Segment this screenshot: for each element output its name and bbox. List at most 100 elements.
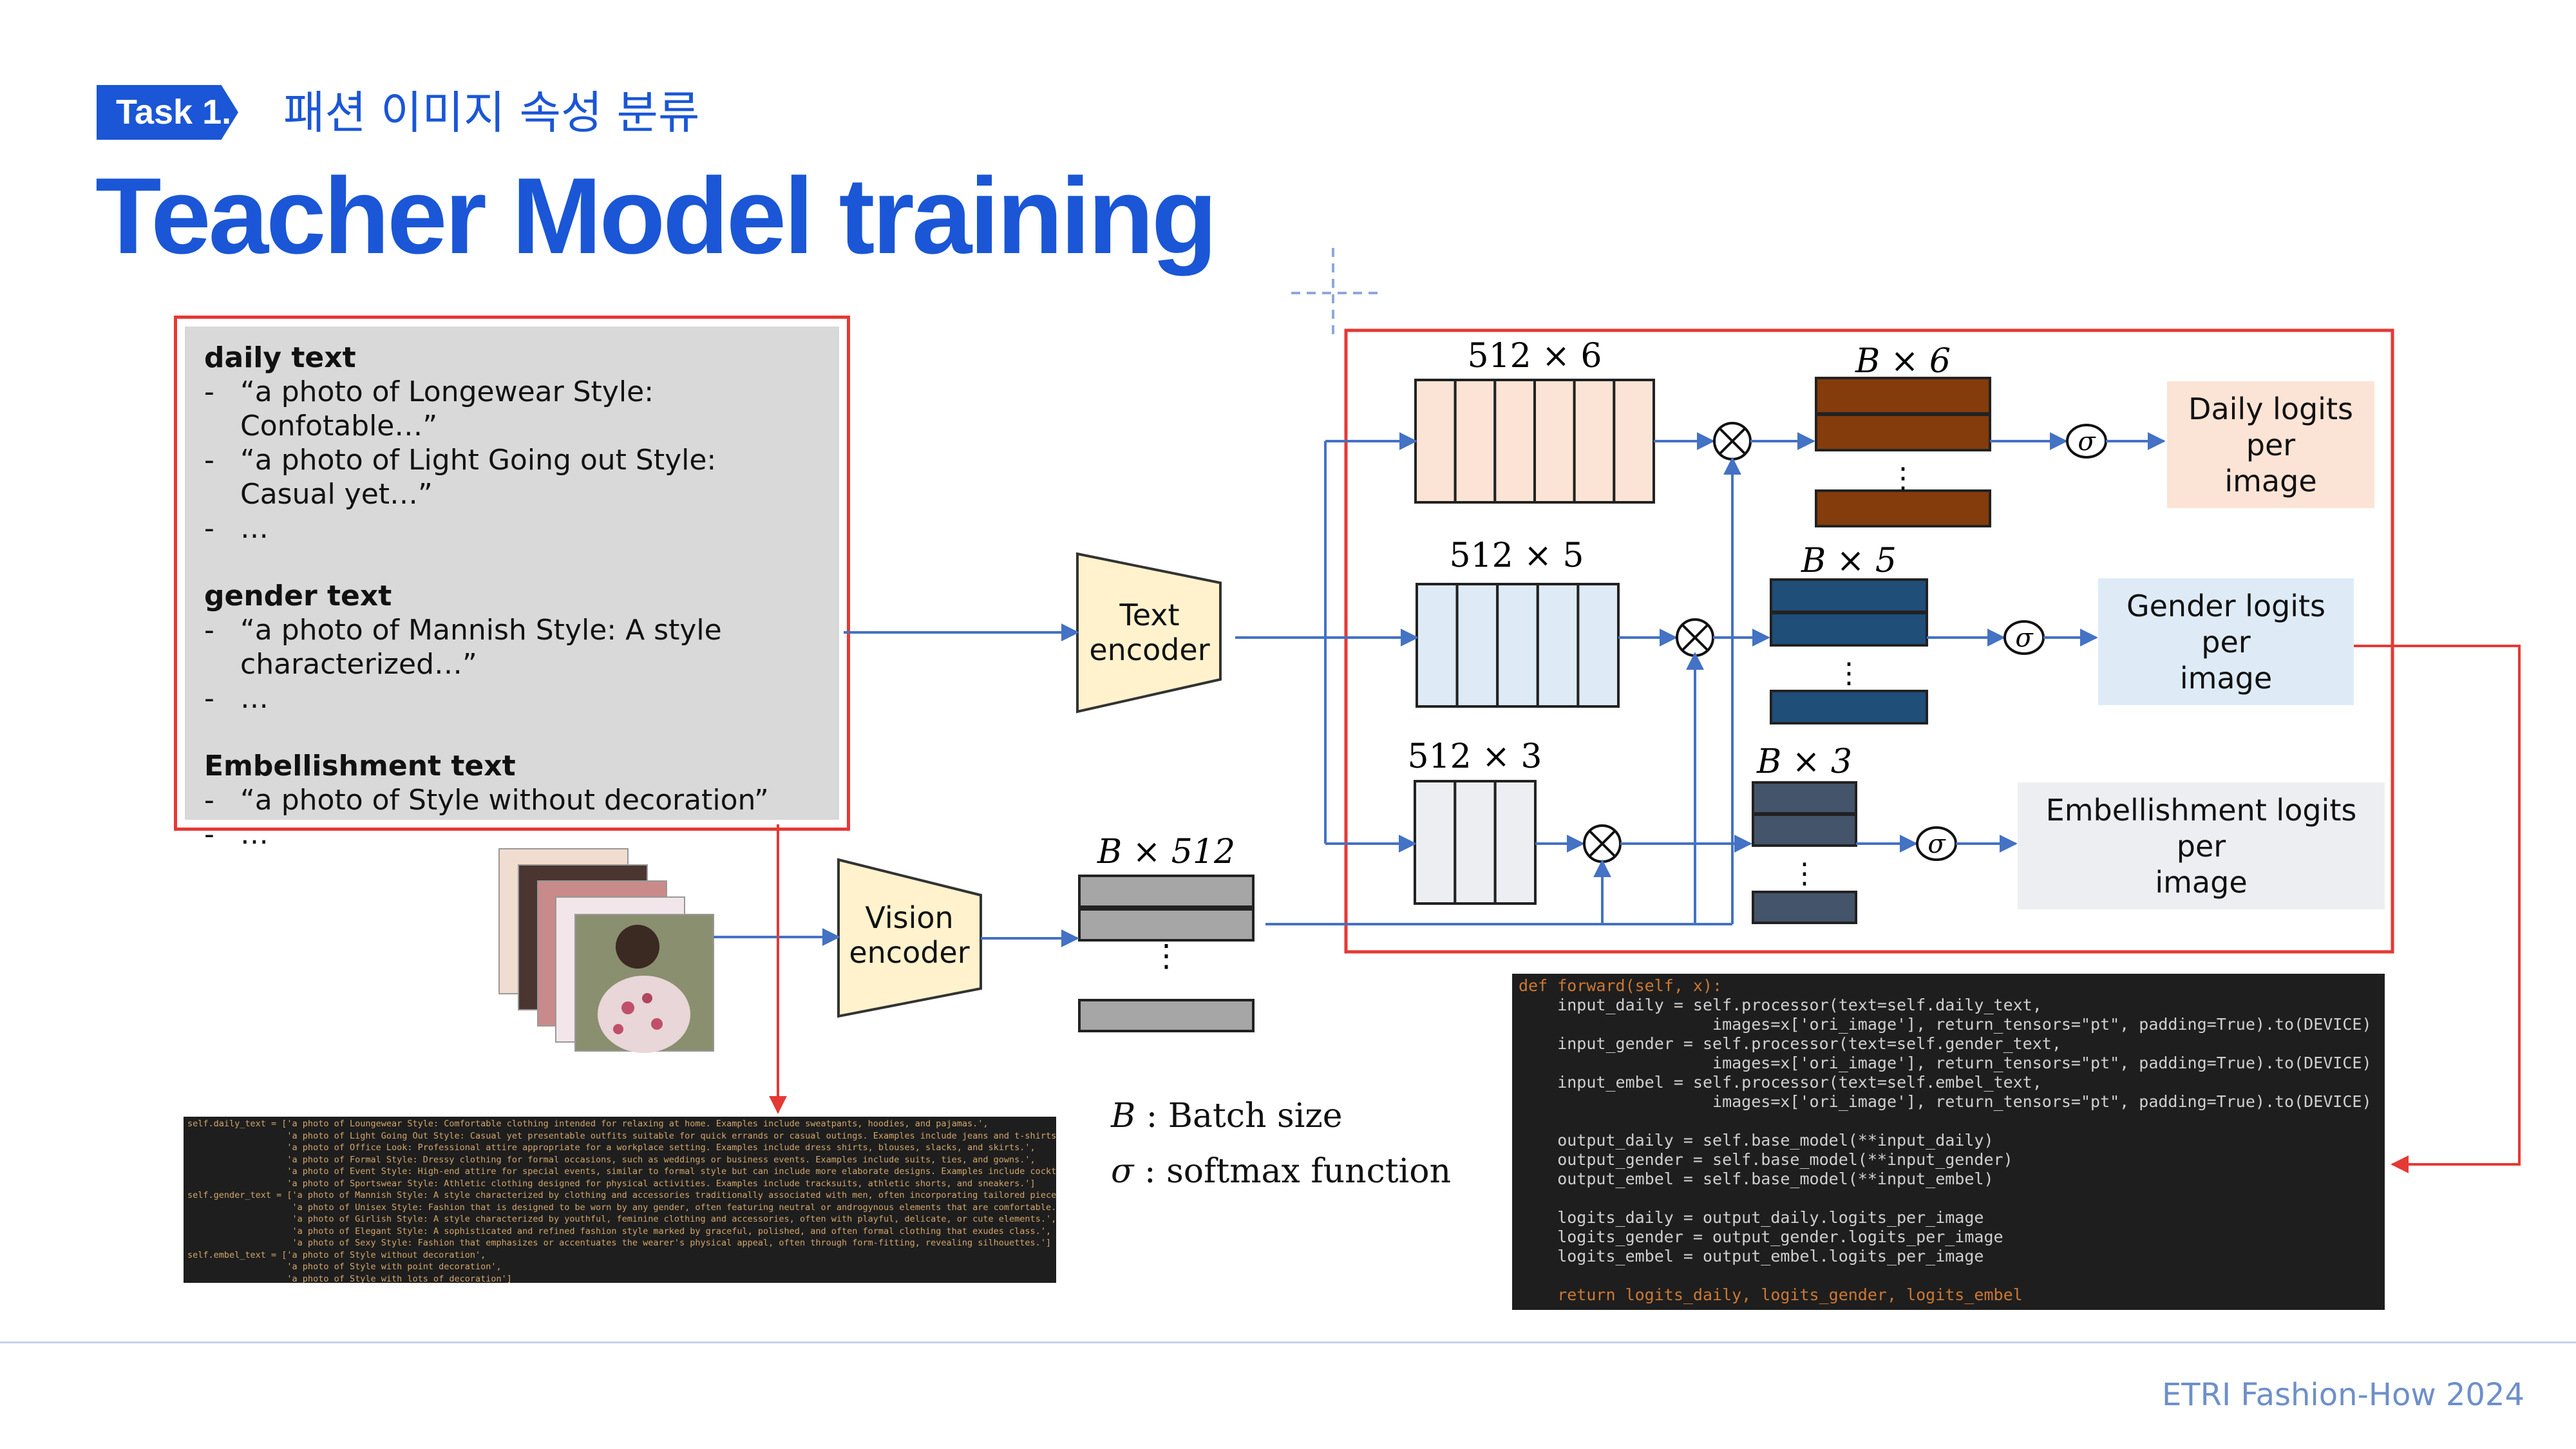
heads-region xyxy=(1344,328,2394,954)
output-row xyxy=(1770,612,1928,647)
forward-function-code: def forward(self, x): input_daily = self… xyxy=(1512,974,2385,1310)
task-subtitle: 패션 이미지 속성 분류 xyxy=(283,86,700,139)
code-line xyxy=(1519,1189,2378,1208)
text-prompt-panel: daily text-“a photo of Longewear Style: … xyxy=(174,316,850,851)
weight-column xyxy=(1533,379,1576,504)
weight-column xyxy=(1454,780,1497,905)
code-line xyxy=(1519,1266,2378,1285)
code-line xyxy=(1519,1112,2378,1131)
output-row xyxy=(1752,813,1857,847)
text-group-item: -“a photo of Style without decoration” xyxy=(204,784,769,817)
daily-logits-box: Daily logits per image xyxy=(2167,381,2374,508)
task-badge: Task 1. xyxy=(97,85,238,140)
text-group-item: -“a photo of Mannish Style: A style char… xyxy=(204,614,722,681)
code-line: self.daily_text = ['a photo of Loungewea… xyxy=(187,1119,989,1129)
weight-column xyxy=(1455,583,1499,708)
output-row xyxy=(1752,781,1857,815)
crosshair-decoration xyxy=(1291,248,1378,335)
code-line: input_embel = self.processor(text=self.e… xyxy=(1519,1073,2042,1092)
output-shape-label: B × 6 xyxy=(1855,342,1951,381)
code-line: images=x['ori_image'], return_tensors="p… xyxy=(1519,1092,2372,1111)
weight-column xyxy=(1493,780,1537,905)
text-group: gender text-“a photo of Mannish Style: A… xyxy=(204,579,820,715)
code-line: 'a photo of Sportswear Style: Athletic c… xyxy=(187,1178,1036,1189)
code-line: 'a photo of Event Style: High-end attire… xyxy=(187,1166,1056,1177)
code-line: self.embel_text = ['a photo of Style wit… xyxy=(187,1249,486,1260)
code-line: logits_embel = output_embel.logits_per_i… xyxy=(1519,1247,1984,1265)
legend-item: B : Batch size xyxy=(1111,1097,1343,1135)
code-line: output_daily = self.base_model(**input_d… xyxy=(1519,1131,1994,1150)
weight-shape-label: 512 × 5 xyxy=(1450,536,1584,575)
code-line: 'a photo of Formal Style: Dressy clothin… xyxy=(187,1154,1036,1165)
weight-column xyxy=(1454,379,1497,504)
text-group-heading: gender text xyxy=(204,580,392,612)
code-line: logits_gender = output_gender.logits_per… xyxy=(1519,1227,2003,1246)
output-row xyxy=(1770,578,1928,613)
svg-text:⋮: ⋮ xyxy=(1889,462,1917,495)
text-group-item: -“a photo of Light Going out Style: Casu… xyxy=(204,444,717,511)
code-line: images=x['ori_image'], return_tensors="p… xyxy=(1519,1054,2372,1072)
head-1: 512 × 5 ⋮ B × 5 σ xyxy=(1416,536,2098,724)
weight-column xyxy=(1573,379,1616,504)
output-shape-label: B × 3 xyxy=(1756,743,1852,781)
code-line: 'a photo of Style with lots of decoratio… xyxy=(187,1273,512,1283)
code-line: 'a photo of Style with point decoration'… xyxy=(187,1262,502,1272)
weight-column xyxy=(1613,379,1655,504)
svg-text:⋮: ⋮ xyxy=(1835,657,1863,690)
image-feature-matrix: ⋮ xyxy=(1078,875,1255,1032)
output-row xyxy=(1815,489,1991,527)
code-line: output_gender = self.base_model(**input_… xyxy=(1519,1150,2013,1169)
text-group-item: -… xyxy=(204,512,269,545)
output-row xyxy=(1770,690,1928,724)
gender-logits-box: Gender logits per image xyxy=(2098,578,2354,705)
weight-column xyxy=(1496,583,1539,708)
code-line: output_embel = self.base_model(**input_e… xyxy=(1519,1170,1994,1188)
weight-column xyxy=(1493,379,1536,504)
svg-text:⋮: ⋮ xyxy=(1151,938,1182,974)
output-row xyxy=(1752,891,1857,924)
code-line: 'a photo of Light Going Out Style: Casua… xyxy=(187,1130,1056,1141)
fashion-image-stack xyxy=(498,848,714,1053)
code-line: input_daily = self.processor(text=self.d… xyxy=(1519,996,2042,1014)
page-title: Teacher Model training xyxy=(95,155,1218,276)
text-group-item: -… xyxy=(204,682,269,715)
output-shape-label: B × 5 xyxy=(1801,542,1897,580)
text-group-heading: Embellishment text xyxy=(204,750,516,782)
svg-text:σ: σ xyxy=(1927,829,1946,859)
code-line: images=x['ori_image'], return_tensors="p… xyxy=(1519,1015,2372,1034)
output-row xyxy=(1815,377,1991,415)
svg-text:⋮: ⋮ xyxy=(1790,857,1819,890)
head-0: 512 × 6 ⋮ B × 6 σ xyxy=(1414,337,2166,527)
image-feature-label: B × 512 xyxy=(1097,833,1235,871)
code-line: input_gender = self.processor(text=self.… xyxy=(1519,1034,2061,1053)
text-group: Embellishment text-“a photo of Style wit… xyxy=(204,749,820,851)
code-line: return logits_daily, logits_gender, logi… xyxy=(1519,1285,2023,1304)
text-prompt-list: daily text-“a photo of Longewear Style: … xyxy=(185,327,839,851)
footer-divider xyxy=(0,1341,2576,1343)
text-definitions-code: self.daily_text = ['a photo of Loungewea… xyxy=(184,1117,1056,1283)
code-line: 'a photo of Girlish Style: A style chara… xyxy=(187,1214,1056,1224)
code-line: 'a photo of Office Look: Professional at… xyxy=(187,1142,1036,1153)
text-group-heading: daily text xyxy=(204,341,356,374)
svg-text:σ: σ xyxy=(2015,623,2034,653)
legend-item: σ : softmax function xyxy=(1111,1152,1452,1191)
output-row xyxy=(1815,413,1991,451)
code-line: 'a photo of Elegant Style: A sophisticat… xyxy=(187,1226,1052,1236)
code-line: logits_daily = output_daily.logits_per_i… xyxy=(1519,1208,1984,1227)
text-group-item: -… xyxy=(204,818,269,851)
embellishment-logits-box: Embellishment logits per image xyxy=(2018,782,2385,909)
svg-text:σ: σ xyxy=(2078,427,2096,457)
text-group-item: -“a photo of Longewear Style: Confotable… xyxy=(204,375,654,442)
code-line: def forward(self, x): xyxy=(1519,976,1723,995)
code-line: 'a photo of Unisex Style: Fashion that i… xyxy=(187,1202,1056,1213)
weight-shape-label: 512 × 6 xyxy=(1468,337,1602,375)
code-line: 'a photo of Sexy Style: Fashion that emp… xyxy=(187,1238,1052,1248)
weight-column xyxy=(1414,780,1457,905)
weight-column xyxy=(1536,583,1580,708)
weight-shape-label: 512 × 3 xyxy=(1408,737,1542,776)
